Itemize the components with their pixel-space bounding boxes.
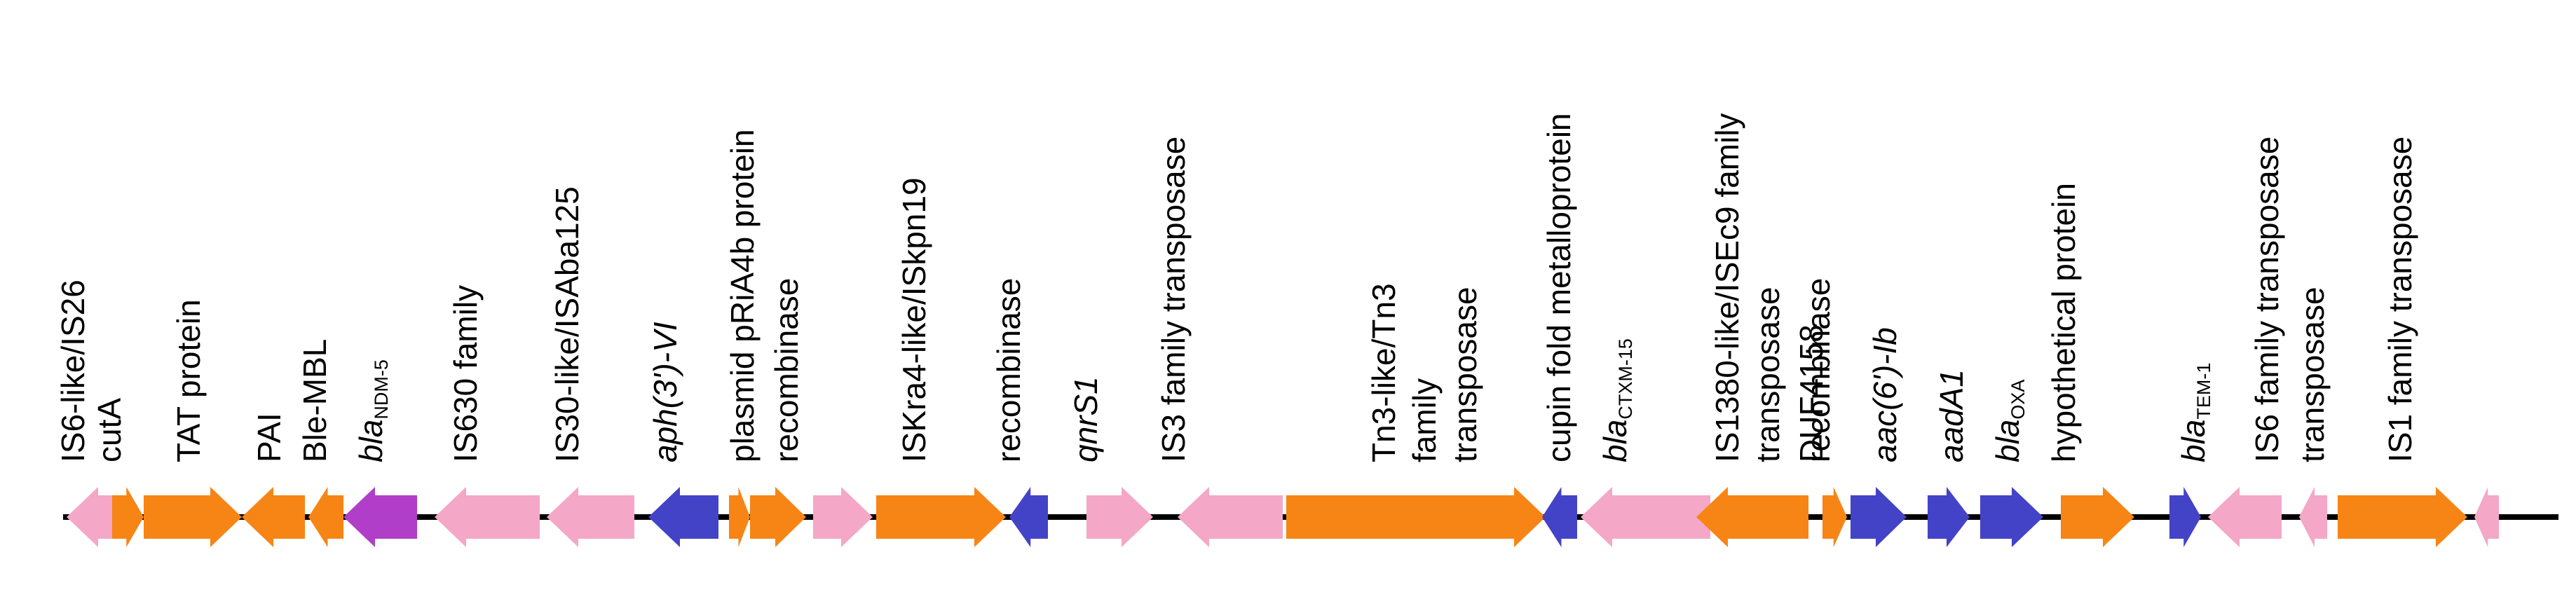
gene-arrow-recombinase-12 — [876, 487, 1006, 547]
gene-label-aac-6-ib-21: aac(6')-Ib — [1867, 327, 1903, 462]
gene-label-is3-family-transposase-14: IS3 family transposase — [1155, 137, 1192, 462]
gene-arrow-aada1-22 — [1928, 487, 1970, 547]
gene-arrow-aac-6-ib-21 — [1851, 487, 1907, 547]
gene-arrows — [67, 487, 2499, 547]
gene-label-is6-like-is26-0: IS6-like/IS26 — [55, 280, 91, 462]
gene-arrow-duf4158-19 — [1696, 487, 1808, 547]
gene-label-aph-3-vi-8: aph(3')-VI — [647, 322, 683, 462]
gene-arrow-tat-protein-2 — [144, 487, 242, 547]
gene-arrow-ble-mbl-4 — [308, 487, 343, 547]
gene-arrow-is1-family-transposase-28 — [2338, 487, 2467, 547]
gene-label-tn3-like-tn3-family-transposase-15-line-2: family — [1406, 378, 1443, 462]
gene-arrow-bla-25 — [2169, 487, 2201, 547]
gene-arrow-pai-3 — [242, 487, 305, 547]
gene-label-cuta-1: cutA — [91, 398, 128, 462]
gene-label-is630-family-6: IS630 family — [447, 285, 484, 462]
gene-arrow-transposase-27 — [2299, 487, 2327, 547]
gene-label-subscript: CTXM-15 — [1615, 338, 1636, 420]
gene-arrow-tn3-like-tn3-family-transposase-15 — [1178, 487, 1283, 547]
gene-arrow-bla-5 — [343, 487, 417, 547]
gene-arrow-cupin-fold-metalloprotein-16 — [1286, 487, 1546, 547]
gene-label-pai-3: PAI — [251, 413, 287, 462]
gene-label-iskra4-like-iskpn19-11: ISKra4-like/ISkpn19 — [896, 177, 932, 462]
gene-label-tn3-like-tn3-family-transposase-15-line-1: Tn3-like/Tn3 — [1365, 283, 1402, 462]
gene-arrow-cuta-1 — [112, 487, 144, 547]
gene-arrow-hypothetical-protein-24 — [2061, 487, 2134, 547]
gene-label-transposase-27: transposase — [2294, 287, 2331, 462]
gene-arrow-aph-3-vi-8 — [648, 487, 718, 547]
gene-arrow-is30-like-isaba125-7 — [547, 487, 634, 547]
gene-arrow-is3-family-transposase-14 — [1086, 487, 1153, 547]
gene-arrow-is1380-like-isec9-family-transposase-18 — [1581, 487, 1710, 547]
gene-label-recombinase-10: recombinase — [768, 278, 805, 462]
gene-label-bla-17: blaCTXM-15 — [1597, 338, 1636, 462]
gene-arrow-recombinase-10 — [750, 487, 806, 547]
gene-label-plasmid-pria4b-protein-9: plasmid pRiA4b protein — [724, 129, 761, 462]
gene-label-duf4158-19: DUF4158 — [1793, 324, 1829, 462]
gene-label-bla-25: blaTEM-1 — [2175, 363, 2214, 462]
gene-label-tat-protein-2: TAT protein — [170, 299, 207, 462]
gene-label-is1380-like-isec9-family-transposase-18-line-1: IS1380-like/ISEc9 family — [1709, 113, 1745, 462]
gene-arrow-iskra4-like-iskpn19-11 — [813, 487, 873, 547]
gene-label-tn3-like-tn3-family-transposase-15-line-3: transposase — [1447, 287, 1483, 462]
gene-label-cupin-fold-metalloprotein-16: cupin fold metalloprotein — [1541, 113, 1577, 462]
gene-label-bla-23: blaOXA — [1989, 380, 2029, 462]
gene-label-subscript: TEM-1 — [2193, 363, 2214, 420]
gene-arrow-bla-23 — [1980, 487, 2043, 547]
gene-label-ble-mbl-4: Ble-MBL — [297, 339, 333, 462]
gene-arrow-plasmid-pria4b-protein-9 — [729, 487, 750, 547]
gene-arrow-is6-family-transposase-26 — [2208, 487, 2282, 547]
gene-label-is1-family-transposase-28: IS1 family transposase — [2382, 137, 2418, 462]
gene-label-is6-family-transposase-26: IS6 family transposase — [2249, 137, 2285, 462]
gene-arrow-recombinase-20 — [1822, 487, 1847, 547]
gene-label-bla-5: blaNDM-5 — [353, 359, 392, 462]
gene-arrow-is630-family-6 — [435, 487, 540, 547]
gene-label-subscript: OXA — [2008, 380, 2029, 420]
gene-label-is1380-like-isec9-family-transposase-18-line-2: transposase — [1750, 287, 1786, 462]
gene-arrow-bla-17 — [1542, 487, 1577, 547]
gene-label-aada1-22: aadA1 — [1933, 369, 1970, 462]
gene-label-recombinase-12: recombinase — [990, 278, 1027, 462]
gene-label-qnrs1-13: qnrS1 — [1068, 376, 1104, 462]
gene-arrow-qnrs1-13 — [1009, 487, 1048, 547]
gene-label-recombinase-20: recombinase — [1800, 278, 1836, 462]
gene-label-subscript: NDM-5 — [371, 359, 392, 420]
gene-arrow-gene-29 — [2474, 487, 2499, 547]
gene-label-is30-like-isaba125-7: IS30-like/ISAba125 — [549, 186, 585, 462]
gene-label-hypothetical-protein-24: hypothetical protein — [2045, 183, 2082, 462]
